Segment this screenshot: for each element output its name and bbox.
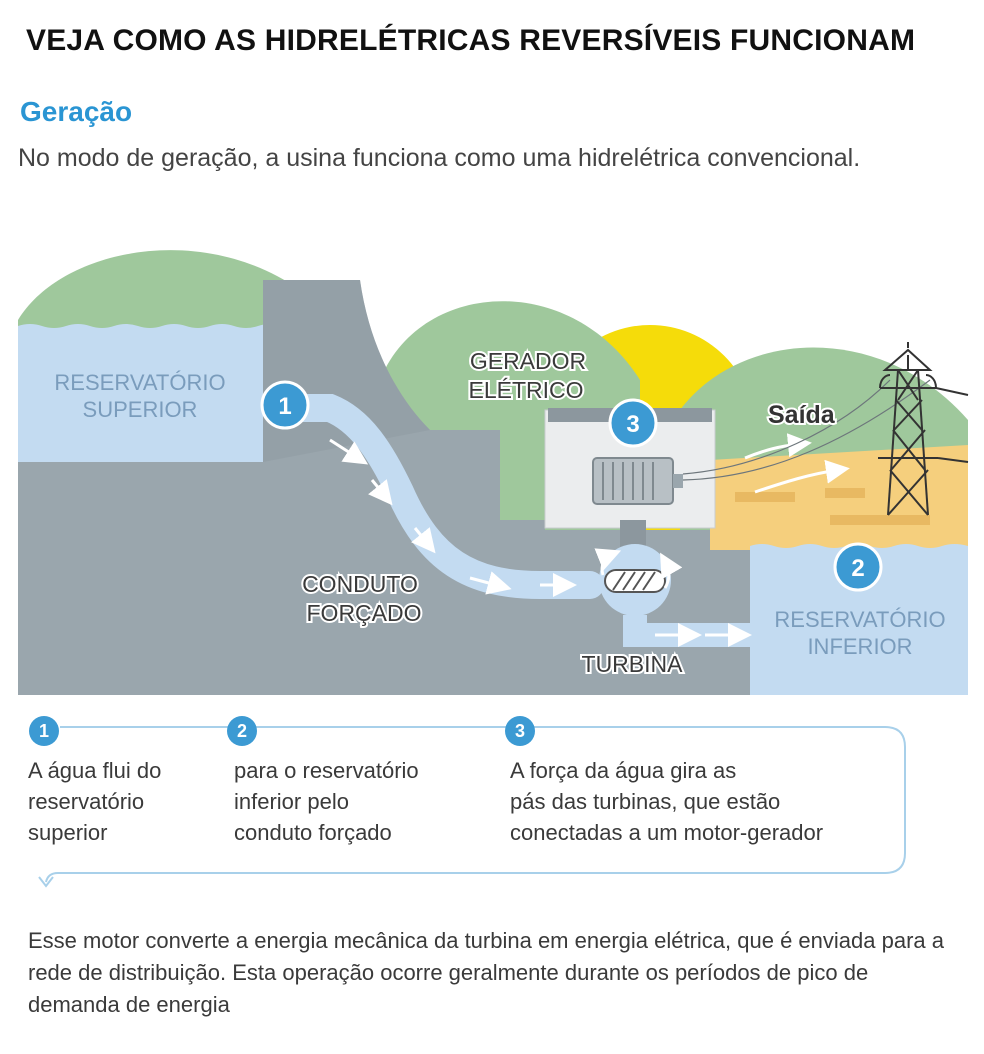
generator-label-line2: ELÉTRICO bbox=[468, 377, 583, 403]
power-lines bbox=[682, 379, 931, 481]
step-badge-1: 1 bbox=[29, 716, 59, 746]
penstock-label-line2: FORÇADO bbox=[307, 600, 422, 626]
penstock-label-line1: CONDUTO bbox=[302, 571, 418, 597]
generator-label-line1: GERADOR bbox=[470, 348, 586, 374]
svg-text:1: 1 bbox=[278, 393, 291, 420]
page-title: VEJA COMO AS HIDRELÉTRICAS REVERSÍVEIS F… bbox=[26, 24, 916, 57]
step-badge-3: 3 bbox=[505, 716, 535, 746]
step-text-2: para o reservatório inferior pelo condut… bbox=[234, 758, 419, 845]
diagram-badge-2: 2 bbox=[833, 542, 883, 592]
footer-text: Esse motor converte a energia mecânica d… bbox=[28, 928, 944, 1017]
svg-text:2: 2 bbox=[851, 555, 864, 582]
steps-flow-line bbox=[38, 726, 906, 888]
upper-reservoir-water bbox=[18, 324, 300, 470]
upper-reservoir-label-line2: SUPERIOR bbox=[83, 397, 198, 422]
lower-reservoir-label-line2: INFERIOR bbox=[807, 634, 912, 659]
output-label: Saída bbox=[768, 401, 836, 429]
upper-reservoir-label-line1: RESERVATÓRIO bbox=[54, 370, 225, 395]
step-badge-2: 2 bbox=[227, 716, 257, 746]
hydro-diagram: RESERVATÓRIO SUPERIOR RESERVATÓRIO INFER… bbox=[18, 250, 969, 695]
sand-stripe bbox=[825, 488, 865, 498]
sand-stripe bbox=[830, 515, 930, 525]
turbine-label: TURBINA bbox=[582, 651, 684, 677]
transmission-tower-icon bbox=[878, 342, 969, 516]
arrow-icon bbox=[329, 438, 752, 647]
step-text-1: A água flui do reservatório superior bbox=[28, 758, 162, 845]
lower-reservoir-label-line1: RESERVATÓRIO bbox=[774, 607, 945, 632]
diagram-badge-1: 1 bbox=[260, 380, 310, 430]
svg-text:3: 3 bbox=[626, 411, 639, 438]
chevron-down-icon bbox=[38, 876, 54, 888]
section-description: No modo de geração, a usina funciona com… bbox=[18, 144, 861, 172]
turbine-icon bbox=[604, 569, 666, 593]
lower-reservoir-water bbox=[750, 544, 968, 695]
section-title: Geração bbox=[20, 96, 133, 127]
sand-stripe bbox=[735, 492, 795, 502]
step-text-3: A força da água gira as pás das turbinas… bbox=[510, 758, 824, 845]
diagram-badge-3: 3 bbox=[608, 398, 658, 448]
steps-panel: 1 A água flui do reservatório superior 2… bbox=[0, 710, 984, 900]
motor-icon bbox=[592, 457, 683, 505]
